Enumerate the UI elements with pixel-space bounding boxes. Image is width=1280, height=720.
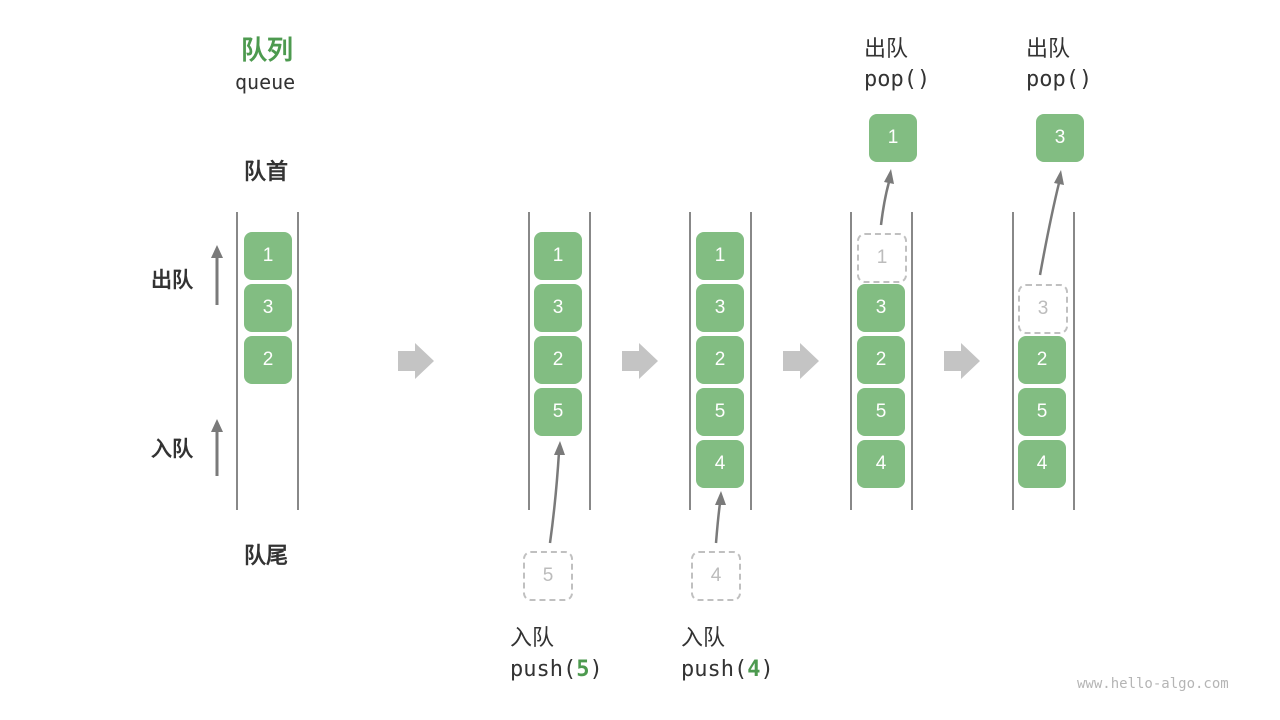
tube-wall (850, 212, 852, 510)
queue-node: 2 (244, 336, 292, 384)
push-arrow (548, 441, 565, 544)
queue-node: 3 (244, 284, 292, 332)
queue-node: 1 (534, 232, 582, 280)
pop-arrow (1038, 170, 1064, 276)
push-label-zh: 入队 (681, 626, 726, 651)
queue-node: 5 (534, 388, 582, 436)
queue-node: 4 (857, 440, 905, 488)
removed-node-ghost: 3 (1018, 284, 1068, 334)
tube-wall (689, 212, 691, 510)
queue-node: 4 (1018, 440, 1066, 488)
title-en: queue (235, 70, 296, 94)
pop-code: pop() (864, 67, 931, 92)
incoming-node-ghost: 4 (691, 551, 741, 601)
dequeue-direction-arrow (211, 245, 223, 305)
push-code: push(5) (510, 657, 603, 682)
tube-wall (1012, 212, 1014, 510)
popped-node: 1 (869, 114, 917, 162)
queue-node: 5 (1018, 388, 1066, 436)
tube-wall (589, 212, 591, 510)
pop-arrow (879, 169, 894, 226)
enqueue-direction-arrow (211, 419, 223, 476)
tube-wall (911, 212, 913, 510)
tube-wall (750, 212, 752, 510)
push-label-zh: 入队 (510, 626, 555, 651)
transition-arrow (398, 343, 434, 379)
queue-node: 4 (696, 440, 744, 488)
queue-node: 2 (857, 336, 905, 384)
queue-node: 5 (857, 388, 905, 436)
transition-arrow (783, 343, 819, 379)
tube-wall (528, 212, 530, 510)
queue-tail-label: 队尾 (244, 544, 289, 569)
watermark: www.hello-algo.com (1077, 676, 1229, 692)
incoming-node-ghost: 5 (523, 551, 573, 601)
push-code: push(4) (681, 657, 774, 682)
queue-node: 3 (857, 284, 905, 332)
push-arrow (714, 491, 726, 544)
push-value: 4 (747, 657, 761, 682)
queue-node: 2 (696, 336, 744, 384)
tube-wall (236, 212, 238, 510)
pop-label-zh: 出队 (864, 37, 909, 62)
queue-node: 1 (244, 232, 292, 280)
pop-label-zh: 出队 (1026, 37, 1071, 62)
queue-node: 1 (696, 232, 744, 280)
queue-node: 2 (1018, 336, 1066, 384)
removed-node-ghost: 1 (857, 233, 907, 283)
queue-node: 5 (696, 388, 744, 436)
push-value: 5 (576, 657, 590, 682)
pop-code: pop() (1026, 67, 1093, 92)
dequeue-label: 出队 (151, 268, 193, 292)
queue-head-label: 队首 (244, 160, 289, 185)
enqueue-label: 入队 (151, 437, 193, 461)
popped-node: 3 (1036, 114, 1084, 162)
tube-wall (297, 212, 299, 510)
tube-wall (1073, 212, 1075, 510)
title-zh: 队列 (241, 36, 294, 66)
queue-node: 2 (534, 336, 582, 384)
queue-node: 3 (534, 284, 582, 332)
queue-node: 3 (696, 284, 744, 332)
transition-arrow (622, 343, 658, 379)
transition-arrow (944, 343, 980, 379)
